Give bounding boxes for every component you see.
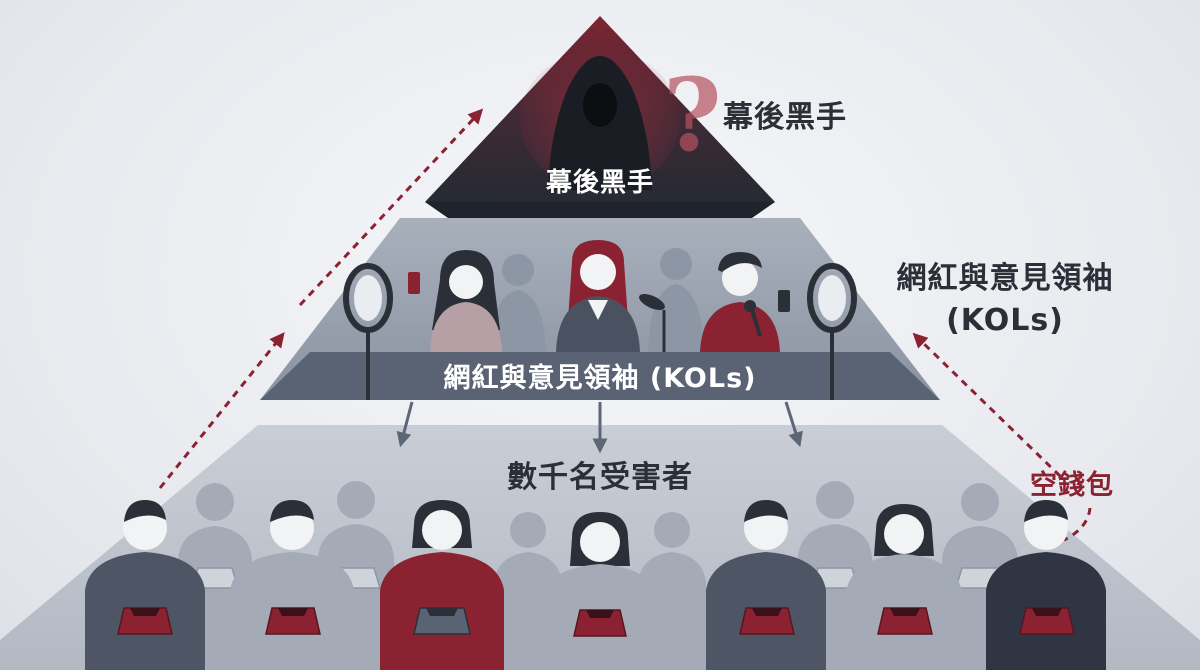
apex-inner-label: 幕後黑手	[545, 168, 654, 198]
microphone-icon	[744, 300, 762, 337]
kol-side-label-line1: 網紅與意見領袖	[896, 261, 1114, 296]
smartphone-icon	[778, 290, 790, 312]
question-mark-icon: ?	[663, 56, 722, 174]
kol-person-left	[408, 250, 502, 352]
mid-tier-band	[260, 352, 940, 400]
down-arrows	[396, 401, 803, 454]
empty-box-icon	[117, 607, 1075, 637]
ring-light-icon	[343, 263, 393, 400]
dashed-arrow-icon	[158, 108, 1092, 542]
kol-side-label-line2: (KOLs)	[946, 303, 1064, 338]
kol-side-label: 網紅與意見領袖 (KOLs)	[870, 258, 1140, 342]
ring-light-icon	[807, 263, 857, 400]
smartphone-icon	[408, 272, 420, 294]
kol-person-right	[700, 252, 790, 352]
victims-label: 數千名受害者	[507, 460, 693, 495]
hooded-figure-icon	[548, 56, 652, 190]
apex-ledge	[425, 202, 775, 218]
kol-silhouettes	[490, 248, 704, 352]
empty-wallet-callout: 空錢包	[1030, 470, 1114, 501]
kol-person-center	[556, 240, 640, 352]
kol-band-label: 網紅與意見領袖 (KOLs)	[443, 363, 757, 394]
microphone-icon	[639, 293, 666, 352]
apex-side-label: 幕後黑手	[723, 100, 847, 135]
